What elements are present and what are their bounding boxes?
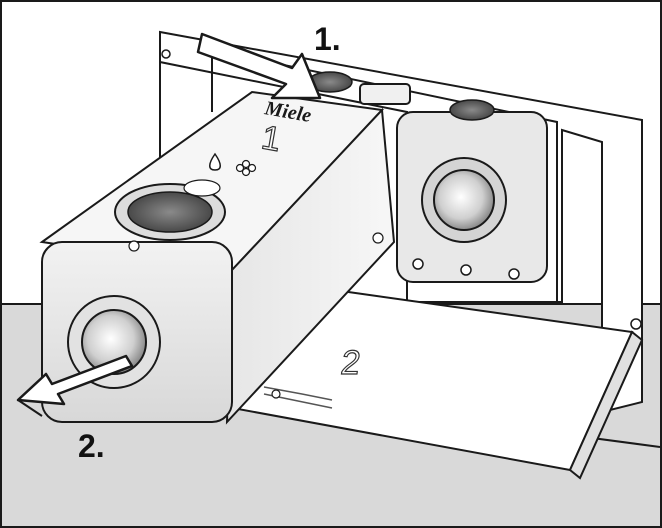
flower-icon [235,159,257,177]
step-1-label: 1. [314,21,341,57]
step-2-label: 2. [78,428,105,464]
droplet-icon [209,152,221,171]
push-arrow-icon [196,32,322,100]
pull-arrow-icon [16,354,134,417]
compartment-2-housing [396,99,548,283]
compartment-2-number: 2 [339,344,363,382]
